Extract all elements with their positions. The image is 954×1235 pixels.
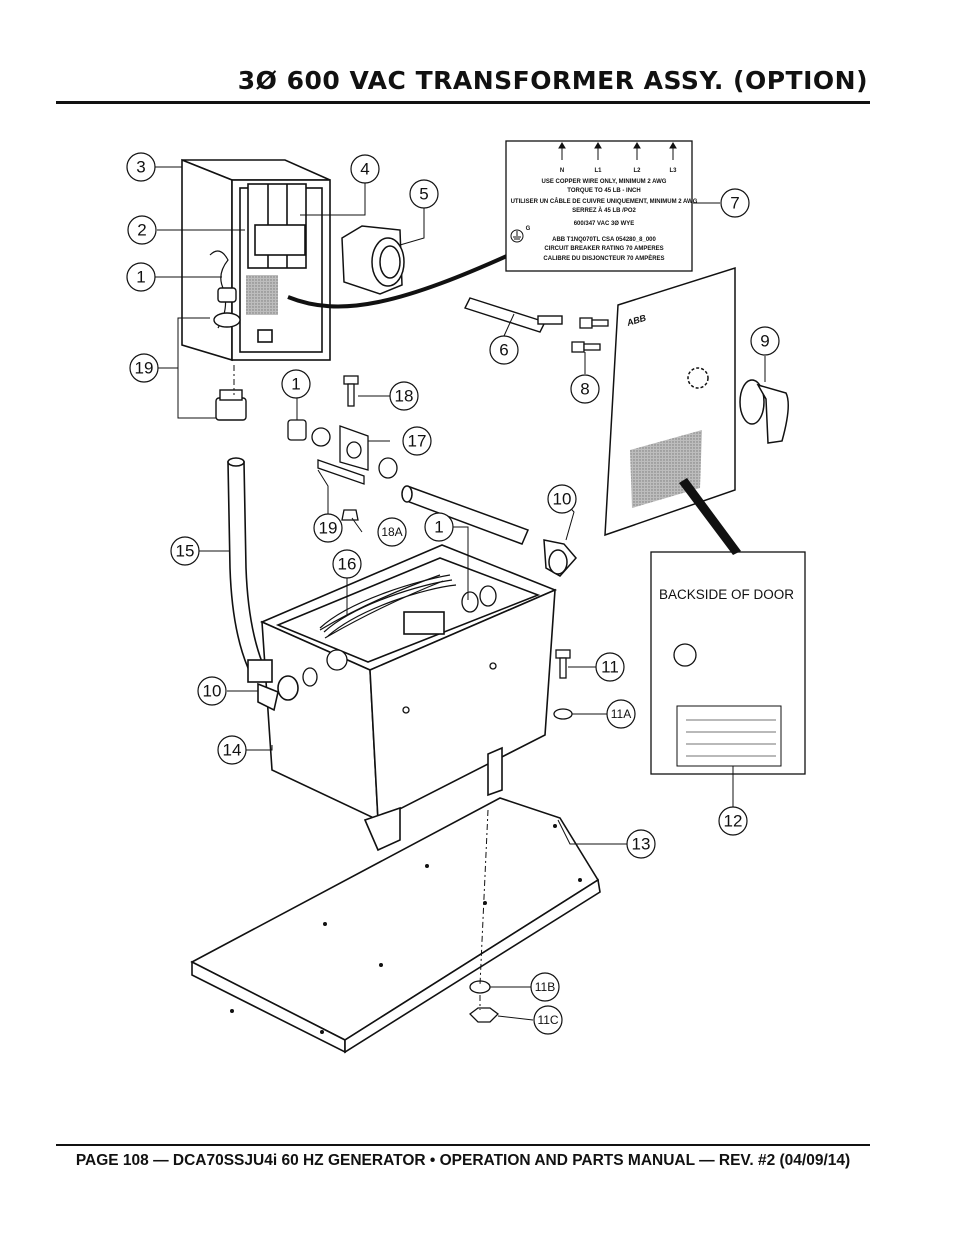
wire-leads: [319, 574, 457, 637]
label-line-8: CALIBRE DU DISJONCTEUR 70 AMPÈRES: [543, 254, 664, 262]
svg-text:8: 8: [580, 380, 589, 399]
terminal-l2: L2: [633, 168, 641, 174]
terminal-l1: L1: [594, 168, 602, 174]
small-hardware: [287, 375, 398, 521]
svg-text:18: 18: [395, 387, 414, 406]
backside-caption: BACKSIDE OF DOOR: [659, 587, 794, 602]
label-line-6: ABB T1NQ070TL CSA 054280_8_000: [552, 237, 656, 243]
svg-text:13: 13: [632, 835, 651, 854]
callout-11a: 11A: [606, 699, 636, 729]
transformer-box: [259, 544, 558, 852]
svg-text:16: 16: [338, 555, 357, 574]
svg-text:1: 1: [136, 268, 145, 287]
page-footer: PAGE 108 — DCA70SSJU4i 60 HZ GENERATOR •…: [75, 1152, 851, 1169]
svg-text:6: 6: [499, 341, 508, 360]
callout-11b: 11B: [530, 972, 560, 1002]
door-handle: [739, 379, 789, 444]
svg-text:11: 11: [601, 658, 619, 677]
plate-holes: [230, 824, 582, 1034]
svg-text:19: 19: [135, 359, 154, 378]
header-rule: [56, 101, 870, 104]
flexible-conduit: [227, 457, 299, 712]
callout-9: 9: [750, 326, 780, 356]
breaker-operator-knob: [341, 225, 405, 295]
svg-text:1: 1: [291, 375, 300, 394]
callout-14: 14: [217, 735, 247, 765]
ground-label: G: [526, 226, 531, 232]
callout-13: 13: [626, 829, 656, 859]
conduit-hub-upper: [213, 287, 247, 421]
callout-8: 8: [570, 374, 600, 404]
callout-18a: 18A: [377, 517, 407, 547]
svg-text:18A: 18A: [381, 525, 402, 539]
alignment-lines: [233, 365, 489, 1010]
svg-text:1: 1: [434, 518, 443, 537]
callout-5: 5: [409, 179, 439, 209]
mounting-plate: [190, 797, 601, 1054]
svg-text:9: 9: [760, 332, 769, 351]
callout-leaders: [155, 166, 766, 1021]
enclosure-box: [181, 158, 331, 362]
ground-symbol-icon: [510, 229, 524, 243]
svg-text:10: 10: [553, 490, 572, 509]
label-line-2: TORQUE TO 45 LB - INCH: [567, 188, 640, 194]
svg-text:11C: 11C: [537, 1013, 558, 1027]
callout-11: 11: [595, 652, 625, 682]
svg-text:12: 12: [724, 812, 743, 831]
callout-18: 18: [389, 381, 419, 411]
upper-elbow: [401, 485, 577, 577]
svg-text:7: 7: [730, 194, 739, 213]
callout-1a: 1: [126, 262, 156, 292]
box-fittings: [302, 585, 497, 714]
terminal-l3: L3: [669, 168, 677, 174]
callout-19b: 19: [313, 513, 343, 543]
svg-text:11A: 11A: [611, 707, 631, 721]
callout-7: 7: [720, 188, 750, 218]
enclosure-door: ABB: [604, 266, 736, 537]
terminal-n: N: [560, 168, 564, 174]
breaker-rating-label: N L1 L2 L3 USE COPPER WIRE ONLY, MINIMUM…: [505, 140, 698, 272]
label-line-7: CIRCUIT BREAKER RATING 70 AMPERES: [544, 246, 663, 252]
label-line-4: SERREZ À 45 LB /PO2: [572, 207, 636, 214]
label-line-3: UTILISER UN CÂBLE DE CUIVRE UNIQUEMENT, …: [511, 198, 698, 205]
base-hardware: [469, 649, 573, 1023]
label-leader-curve: [287, 248, 521, 309]
callout-10a: 10: [547, 484, 577, 514]
svg-text:10: 10: [203, 682, 222, 701]
svg-text:11B: 11B: [535, 980, 555, 994]
callout-bubbles: 1 1 1 2 3 4 5 6 7 8 9 10 10 11 11A 11B 1…: [126, 152, 780, 1035]
inset-pointer: [679, 478, 741, 555]
callout-10b: 10: [197, 676, 227, 706]
svg-text:17: 17: [408, 432, 427, 451]
svg-text:2: 2: [137, 221, 146, 240]
callout-17: 17: [402, 426, 432, 456]
callout-6: 6: [489, 335, 519, 365]
label-line-5: 600/347 VAC 3Ø WYE: [574, 221, 635, 227]
callout-19a: 19: [129, 353, 159, 383]
callout-3: 3: [126, 152, 156, 182]
extension-shaft: [464, 297, 563, 333]
page-title: 3Ø 600 VAC TRANSFORMER ASSY. (OPTION): [237, 66, 868, 95]
svg-text:4: 4: [360, 160, 369, 179]
door-backside-inset: BACKSIDE OF DOOR: [650, 551, 806, 775]
svg-text:3: 3: [136, 158, 145, 177]
callout-11c: 11C: [533, 1005, 563, 1035]
footer-rule: [56, 1144, 870, 1146]
callout-16: 16: [332, 549, 362, 579]
label-line-1: USE COPPER WIRE ONLY, MINIMUM 2 AWG: [542, 179, 667, 185]
callout-15: 15: [170, 536, 200, 566]
callout-1b: 1: [281, 369, 311, 399]
svg-text:14: 14: [223, 741, 242, 760]
callout-2: 2: [127, 215, 157, 245]
callout-4: 4: [350, 154, 380, 184]
svg-text:15: 15: [176, 542, 195, 561]
svg-text:5: 5: [419, 185, 428, 204]
door-screws: [571, 317, 609, 353]
svg-text:19: 19: [319, 519, 338, 538]
callout-12: 12: [718, 806, 748, 836]
callout-1c: 1: [424, 512, 454, 542]
